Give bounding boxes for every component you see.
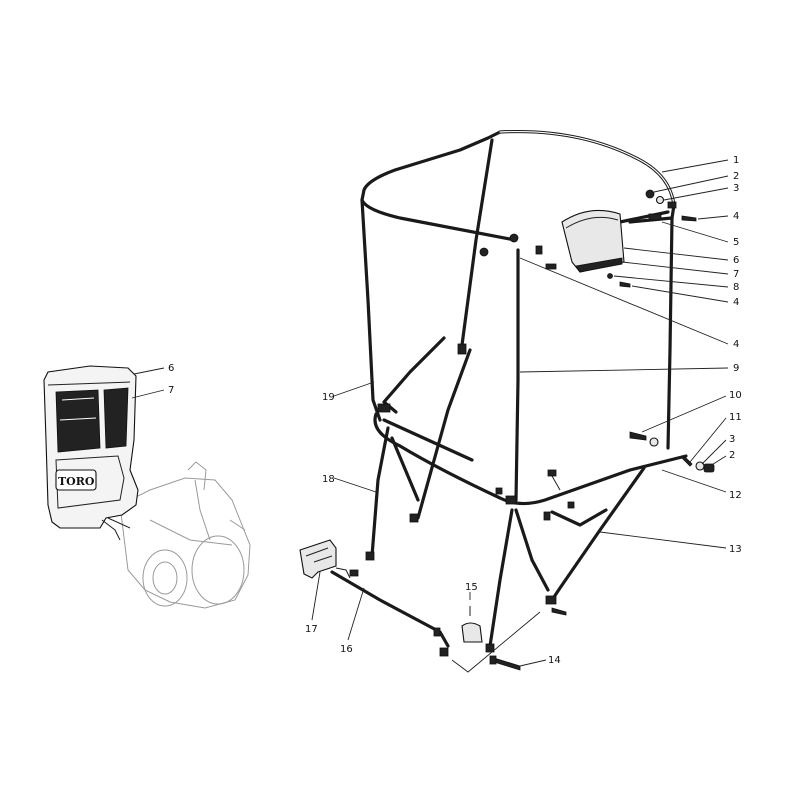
right-diagonal-brace [550,466,646,602]
cab-frame-assembly [330,129,688,648]
bolt-icon [681,215,697,222]
foot-pad-icon [365,551,375,561]
callout-16: 16 [340,644,353,655]
callout-9: 9 [733,363,739,374]
callout-19: 19 [322,392,335,403]
clamp-icon [377,403,391,413]
inset-machine-outline [119,461,251,609]
washer-icon [655,195,665,205]
cap-nut-icon [703,463,715,473]
left-front-upright [360,198,382,422]
inset-snowthrower-with-cab: TORO [43,365,251,609]
nut-icon [485,643,495,653]
callout-11: 11 [729,412,742,423]
inset-cab: TORO [43,365,139,541]
nut-icon [349,569,359,577]
callout-14: 14 [548,655,561,666]
inset-toro-logo-plate [55,469,97,491]
clip-icon [409,513,419,523]
nut-icon [479,247,489,257]
clamp-icon [457,343,467,355]
washer-icon [649,437,659,447]
rear-leg [370,426,390,558]
callout-5: 5 [733,237,739,248]
long-bolt-part-14 [493,657,521,671]
lamp-bracket-part-6 [561,209,625,273]
bolt-head-icon [535,245,543,255]
nut-icon [567,501,575,509]
bolt-head-icon [547,469,557,477]
nut-icon [509,233,519,243]
rear-left-upright [460,138,494,347]
nut-icon [495,487,503,495]
clip-icon [543,511,551,521]
callout-2: 2 [733,171,739,182]
nut-icon [667,201,677,209]
screw-icon [619,281,631,288]
callout-inset-7: 7 [168,385,174,396]
bracket-icon [505,495,517,505]
callout-1: 1 [733,155,739,166]
tube-clamp-part-15 [461,622,483,643]
lower-hoop-tube [373,412,688,506]
bracket-clip-icon [648,213,662,221]
callout-7: 7 [733,269,739,280]
bolt-icon [629,431,647,441]
front-leg-left [488,508,514,648]
callout-12: 12 [729,490,742,501]
callout-inset-6: 6 [168,363,174,374]
top-bow-tube [360,129,676,242]
callout-4-second: 4 [733,297,739,308]
bolt-head-icon [489,655,497,665]
front-leg-right [514,508,550,592]
right-rear-upright [666,216,674,450]
callout-15: 15 [465,582,478,593]
callout-4-third: 4 [733,339,739,350]
callout-3: 3 [733,183,739,194]
diagonal-brace-upper [416,348,472,520]
callout-4: 4 [733,211,739,222]
short-brace-left [382,336,446,414]
nut-icon [645,189,655,199]
callout-18: 18 [322,474,335,485]
hoop-leg [390,436,420,502]
mounting-bracket-part-17 [299,539,337,579]
inset-toro-logo: TORO [58,475,95,488]
spacer-icon [681,455,693,467]
callout-2-second: 2 [729,450,735,461]
center-upright [514,248,520,502]
callout-6: 6 [733,255,739,266]
nut-icon [545,595,557,605]
bolt-icon [551,607,567,616]
clip-icon [433,627,441,637]
right-lower-brace [550,508,608,527]
leader-lines [131,159,729,673]
bolt-icon [545,263,557,270]
callout-labels: 1 2 3 4 5 6 7 8 4 4 9 10 11 3 2 12 13 14… [168,155,742,666]
washer-icon [607,273,613,279]
callout-3-second: 3 [729,434,735,445]
callout-8: 8 [733,282,739,293]
fasteners [299,189,715,671]
nut-icon [439,647,449,657]
callout-10: 10 [729,390,742,401]
callout-13: 13 [729,544,742,555]
callout-17: 17 [305,624,318,635]
